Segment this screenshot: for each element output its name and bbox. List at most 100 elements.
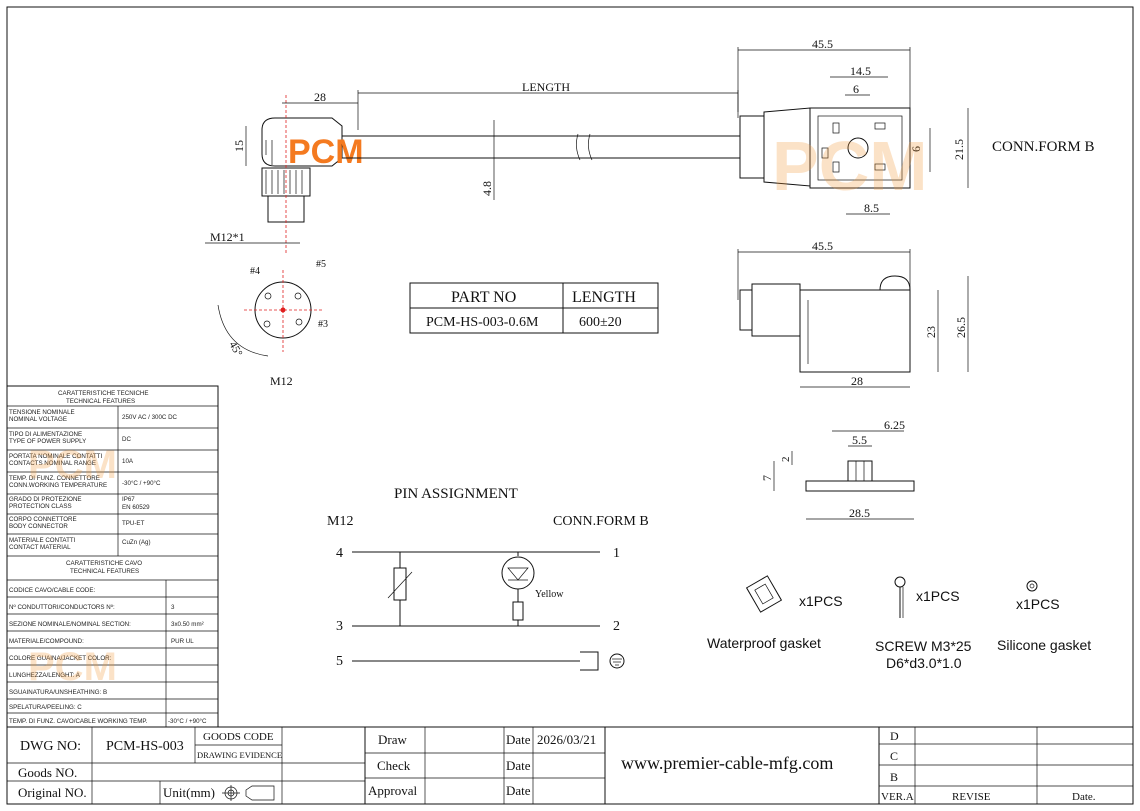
date-value: 2026/03/21 <box>537 732 596 747</box>
length-header: LENGTH <box>572 289 636 306</box>
tech-row-4-k2: CONN.WORKING TEMPERATURE <box>9 482 107 489</box>
dim-top-height: 21.5 <box>952 139 966 160</box>
dim-gasket-width: 28.5 <box>849 506 870 520</box>
tech-row-1-k2: NOMINAL VOLTAGE <box>9 416 67 423</box>
accessory-label-3: Silicone gasket <box>997 637 1091 653</box>
dim-side-bottom: 28 <box>851 374 863 388</box>
dim-m12-length: 28 <box>314 90 326 104</box>
dim-top-inner: 14.5 <box>850 64 871 78</box>
dim-m12-thread: M12*1 <box>210 230 245 244</box>
tech-row-5-k2: PROTECTION CLASS <box>9 503 72 510</box>
tech-row-3-k1: PORTATA NOMINALE CONTATTI <box>9 453 102 460</box>
drawing-evidence-label: DRAWING EVIDENCE <box>197 750 282 760</box>
m12-pin-face: #4 #5 #3 45° M12 <box>217 259 328 388</box>
dim-top-bottom: 8.5 <box>864 201 879 215</box>
cable-title-2: TECHNICAL FEATURES <box>70 568 139 575</box>
rev-row-c: C <box>890 749 898 763</box>
pin-assignment-diagram: PIN ASSIGNMENT M12 CONN.FORM B Yellow 4 … <box>327 486 649 671</box>
tech-row-6-k1: CORPO CONNETTORE <box>9 516 77 523</box>
date-label-3: Date <box>506 783 531 798</box>
tech-title-2: TECHNICAL FEATURES <box>66 398 135 405</box>
m12-connector-view: 28 15 M12*1 <box>205 90 358 255</box>
pin-left-label: M12 <box>327 514 353 529</box>
dim-top-width: 45.5 <box>812 37 833 51</box>
dim-gasket-h7: 7 <box>760 475 774 481</box>
tech-row-5-v1: IP67 <box>122 496 135 503</box>
watermark-top: PCM <box>772 127 928 205</box>
tech-row-7-v1: CuZn (Ag) <box>122 539 151 546</box>
tech-row-4-v1: -30°C / +90°C <box>122 480 161 487</box>
silicone-gasket-icon <box>1026 580 1038 592</box>
tech-row-2-v1: DC <box>122 436 131 443</box>
unit-label: Unit(mm) <box>163 785 215 800</box>
part-number-table: PART NO LENGTH PCM-HS-003-0.6M 600±20 <box>409 282 659 334</box>
cable-row-3: SEZIONE NOMINALE/NOMINAL SECTION: <box>9 621 131 628</box>
tech-row-4-k1: TEMP. DI FUNZ. CONNETTORE <box>9 475 100 482</box>
screw-icon <box>894 576 906 618</box>
rev-row-b: B <box>890 770 898 784</box>
check-label: Check <box>377 758 411 773</box>
revise-label: REVISE <box>952 791 991 803</box>
waterproof-gasket-icon <box>745 575 783 613</box>
dim-side-width: 45.5 <box>812 239 833 253</box>
cable-row-3-v: 3x0.50 mm² <box>171 621 204 628</box>
date-label-1: Date <box>506 732 531 747</box>
title-block: DWG NO: PCM-HS-003 GOODS CODE DRAWING EV… <box>7 726 1133 804</box>
form-b-side-view: 45.5 23 26.5 28 <box>737 239 969 388</box>
m12-caption: M12 <box>270 374 293 388</box>
draw-label: Draw <box>378 732 407 747</box>
date-label-2: Date <box>506 758 531 773</box>
original-no-label: Original NO. <box>18 785 87 800</box>
cable-row-4: MATERIALE/COMPOUND: <box>9 638 84 645</box>
cable-row-5: COLORE GUAINA/JACKET COLOR: <box>9 655 112 662</box>
cable-row-9-v: -30°C / +90°C <box>168 718 207 725</box>
cable-row-9: TEMP. DI FUNZ. CAVO/CABLE WORKING TEMP. <box>9 718 148 725</box>
cable-row-7: SGUAINATURA/UNSHEATHING: B <box>9 689 107 696</box>
tech-row-3-v1: 10A <box>122 458 134 465</box>
form-b-top-view: 45.5 14.5 6 6 21.5 8.5 CONN.FORM B <box>737 37 1095 215</box>
pin-assignment-title: PIN ASSIGNMENT <box>394 486 518 502</box>
pin-num-5: 5 <box>336 654 343 669</box>
website-url: www.premier-cable-mfg.com <box>621 753 833 773</box>
cable-row-2-v: 3 <box>171 604 175 611</box>
watermark-table-2: PCM <box>28 645 117 689</box>
part-no-header: PART NO <box>451 289 516 306</box>
tech-row-6-v1: TPU-ET <box>122 520 145 527</box>
tech-row-5-k1: GRADO DI PROTEZIONE <box>9 496 82 503</box>
projection-symbol <box>222 785 275 801</box>
dim-gasket-top: 6.25 <box>884 418 905 432</box>
pin-4-label: #4 <box>250 266 260 277</box>
dim-length: LENGTH <box>522 80 570 94</box>
dwg-no-label: DWG NO: <box>20 739 81 754</box>
pin-right-label: CONN.FORM B <box>553 514 649 529</box>
angle-label: 45° <box>226 340 244 359</box>
part-no-value: PCM-HS-003-0.6M <box>426 315 539 330</box>
accessory-label-2b: D6*d3.0*1.0 <box>886 655 962 671</box>
tech-title-1: CARATTERISTICHE TECNICHE <box>58 390 149 397</box>
gasket-view: 6.25 5.5 7 2 28.5 <box>760 418 915 520</box>
accessory-qty-2: x1PCS <box>916 588 960 604</box>
tech-row-2-k2: TYPE OF POWER SUPPLY <box>9 438 86 445</box>
tech-row-7-k1: MATERIALE CONTATTI <box>9 537 76 544</box>
led-label: Yellow <box>535 589 564 600</box>
cable-row-6: LUNGHEZZA/LENGHT: A <box>9 672 81 679</box>
length-value: 600±20 <box>579 315 622 330</box>
pin-num-2: 2 <box>613 619 620 634</box>
cable-row-8: SPELATURA/PEELING: C <box>9 704 82 711</box>
dim-gasket-inner: 5.5 <box>852 433 867 447</box>
tech-row-7-k2: CONTACT MATERIAL <box>9 544 71 551</box>
rev-row-d: D <box>890 729 899 743</box>
dim-top-right-six: 6 <box>909 146 923 152</box>
watermark-table-1: PCM <box>28 443 117 487</box>
technical-features-table: CARATTERISTICHE TECNICHE TECHNICAL FEATU… <box>6 385 219 728</box>
pin-num-1: 1 <box>613 546 620 561</box>
goods-no-label: Goods NO. <box>18 765 77 780</box>
cable-title-1: CARATTERISTICHE CAVO <box>66 560 142 567</box>
tech-row-1-k1: TENSIONE NOMINALE <box>9 409 75 416</box>
tech-row-5-v2: EN 60529 <box>122 504 150 511</box>
dim-cable-dia: 4.8 <box>480 181 494 196</box>
dim-gasket-h2: 2 <box>780 457 792 463</box>
rev-date-label: Date. <box>1072 791 1096 803</box>
